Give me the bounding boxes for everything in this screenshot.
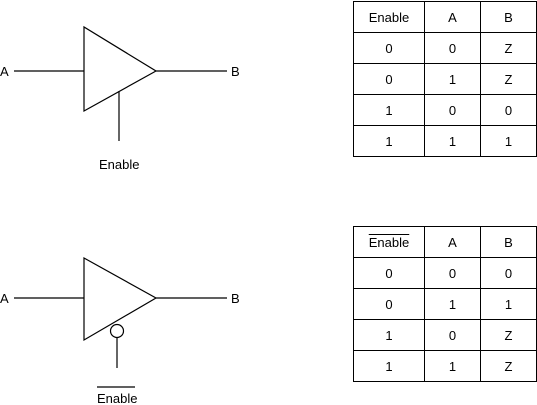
cell-b: 0 (480, 257, 537, 289)
table-row: 0 1 Z (353, 63, 537, 95)
header-a: A (424, 226, 481, 258)
table-row: 1 1 1 (353, 125, 537, 157)
cell-a: 1 (424, 288, 481, 320)
cell-b: Z (480, 32, 537, 64)
cell-enable: 1 (353, 319, 425, 351)
table-row: 1 0 Z (353, 319, 537, 351)
enable-bar-text: Enable (368, 234, 410, 250)
input-label-a: A (0, 291, 9, 306)
cell-a: 0 (424, 257, 481, 289)
cell-a: 0 (424, 32, 481, 64)
header-a: A (424, 1, 481, 33)
table-row: 1 0 0 (353, 94, 537, 126)
cell-enable: 0 (353, 63, 425, 95)
cell-enable: 1 (353, 94, 425, 126)
buffer-active-low: A B Enable (0, 256, 240, 405)
cell-enable: 1 (353, 125, 425, 157)
input-label-a: A (0, 64, 9, 79)
header-b: B (480, 226, 537, 258)
enable-label: Enable (97, 391, 137, 405)
header-enable-bar: Enable (353, 226, 425, 258)
table-header-row: Enable A B (353, 226, 537, 258)
header-b: B (480, 1, 537, 33)
cell-enable: 1 (353, 350, 425, 382)
cell-b: Z (480, 63, 537, 95)
output-label-b: B (231, 64, 240, 79)
buffer-active-high: A B Enable (0, 25, 240, 172)
cell-a: 0 (424, 319, 481, 351)
cell-b: Z (480, 350, 537, 382)
buffer-triangle (83, 25, 158, 113)
truth-table-active-high: Enable A B 0 0 Z 0 1 Z 1 0 0 1 1 1 (353, 1, 537, 157)
cell-a: 1 (424, 125, 481, 157)
cell-a: 0 (424, 94, 481, 126)
table-row: 0 1 1 (353, 288, 537, 320)
cell-b: 1 (480, 125, 537, 157)
cell-a: 1 (424, 350, 481, 382)
truth-table-active-low: Enable A B 0 0 0 0 1 1 1 0 Z 1 1 Z (353, 226, 537, 382)
enable-label: Enable (99, 157, 139, 172)
table-row: 0 0 0 (353, 257, 537, 289)
cell-b: 0 (480, 94, 537, 126)
cell-enable: 0 (353, 32, 425, 64)
table-row: 1 1 Z (353, 350, 537, 382)
inversion-bubble (109, 323, 125, 339)
table-header-row: Enable A B (353, 1, 537, 33)
cell-enable: 0 (353, 257, 425, 289)
cell-a: 1 (424, 63, 481, 95)
table-row: 0 0 Z (353, 32, 537, 64)
buffer-triangle (83, 256, 158, 342)
header-enable: Enable (353, 1, 425, 33)
cell-b: 1 (480, 288, 537, 320)
cell-enable: 0 (353, 288, 425, 320)
output-label-b: B (231, 291, 240, 306)
cell-b: Z (480, 319, 537, 351)
